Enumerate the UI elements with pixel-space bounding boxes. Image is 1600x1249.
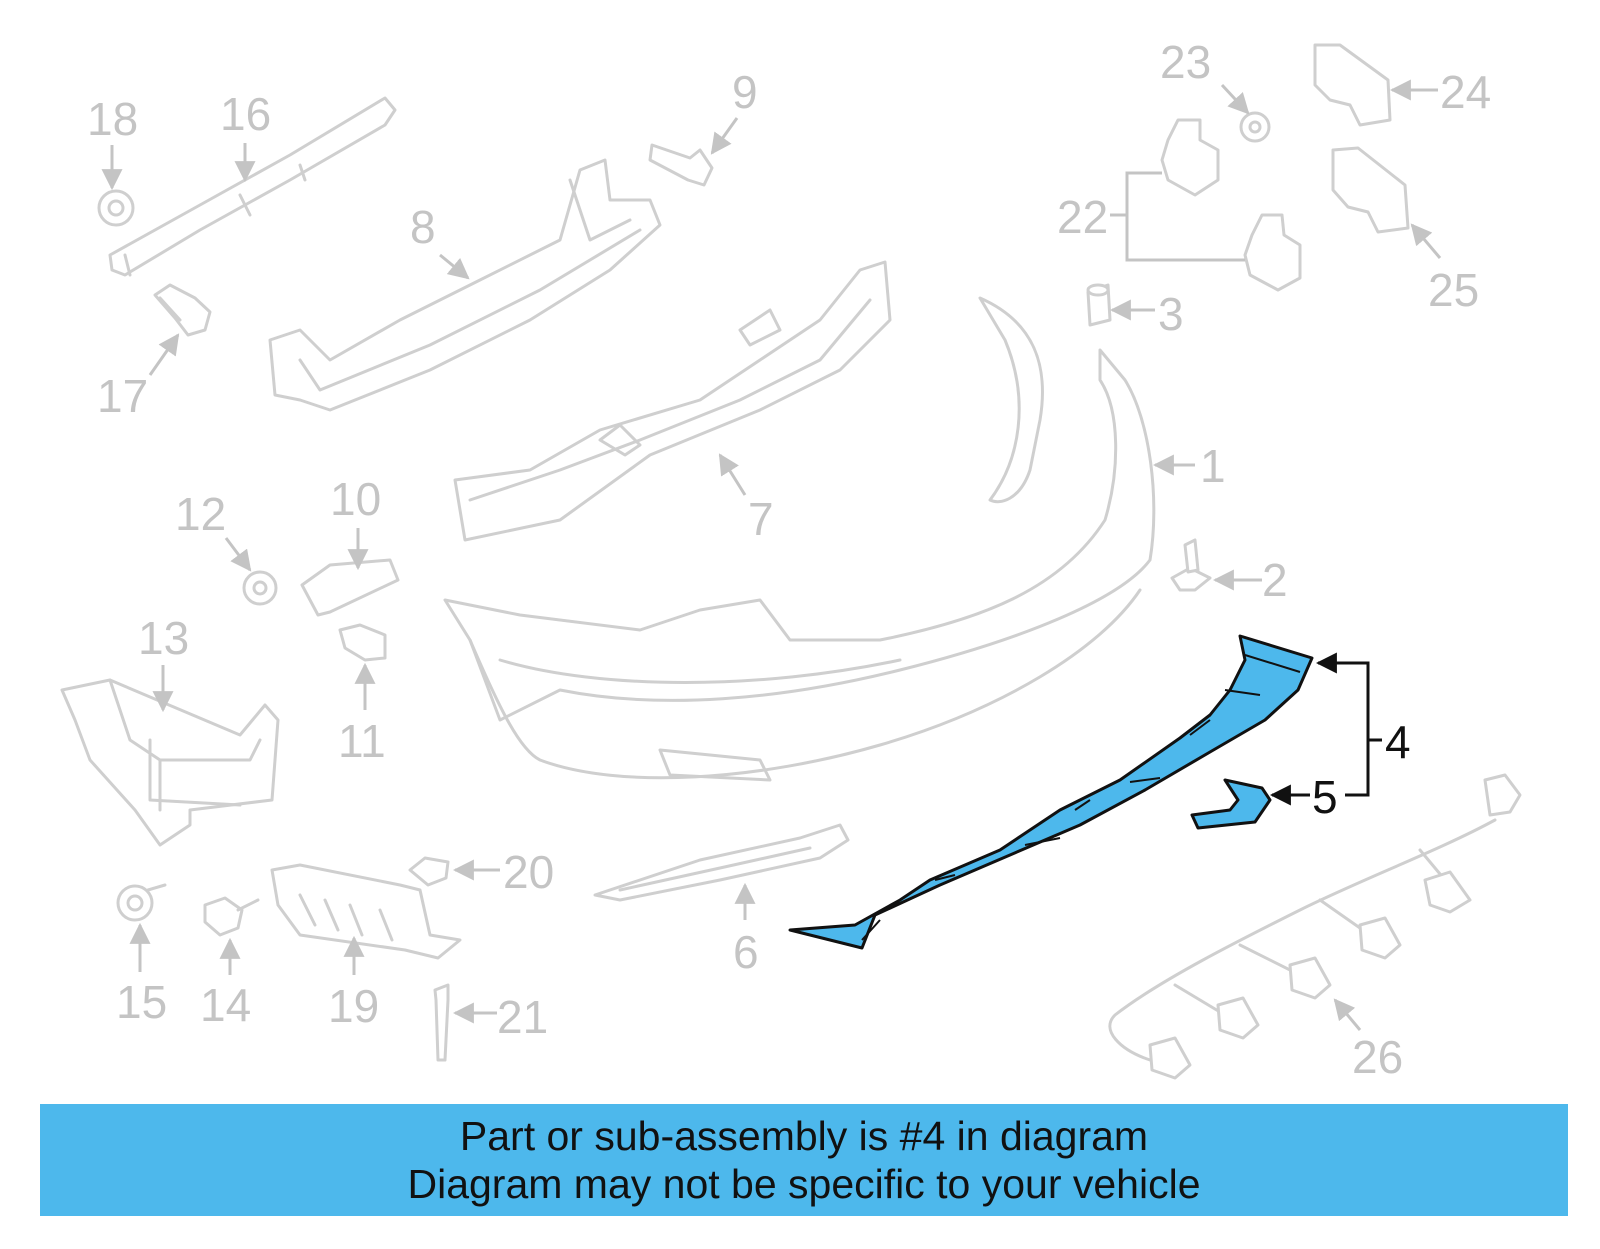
bracket-part-5[interactable] <box>1190 778 1272 830</box>
callout-11: 11 <box>338 715 386 767</box>
callout-23: 23 <box>1160 36 1211 88</box>
bracket-part-16[interactable] <box>108 96 397 277</box>
nut-part-12[interactable] <box>242 570 278 606</box>
callout-9: 9 <box>732 66 758 118</box>
callout-3: 3 <box>1158 288 1184 340</box>
callout-13: 13 <box>138 612 189 664</box>
callout-10: 10 <box>330 473 381 525</box>
callout-15: 15 <box>116 976 167 1028</box>
callout-21: 21 <box>497 991 548 1043</box>
nut-part-18[interactable] <box>97 189 135 227</box>
callout-24: 24 <box>1440 66 1491 118</box>
callout-19: 19 <box>328 980 379 1032</box>
reinforcement-beam-part-8[interactable] <box>268 158 662 412</box>
callout-6: 6 <box>733 926 759 978</box>
rivet-part-21[interactable] <box>433 983 450 1062</box>
bolt-part-15[interactable] <box>116 883 167 922</box>
clip-part-20[interactable] <box>408 856 450 887</box>
bolt-part-17[interactable] <box>153 283 212 337</box>
bumper-lower-valance-part-4[interactable] <box>788 634 1314 950</box>
callout-4: 4 <box>1385 716 1411 768</box>
skid-plate-part-19[interactable] <box>270 863 462 960</box>
callout-7: 7 <box>748 493 774 545</box>
callout-22: 22 <box>1057 191 1108 243</box>
clip-part-3[interactable] <box>1086 283 1112 327</box>
bolt-part-14[interactable] <box>203 896 260 937</box>
banner-line-1: Part or sub-assembly is #4 in diagram <box>459 1113 1149 1159</box>
bumper-cover-part-1[interactable] <box>443 296 1156 782</box>
sensor-part-22[interactable] <box>1110 118 1302 292</box>
callout-26: 26 <box>1352 1031 1403 1083</box>
callout-25: 25 <box>1428 264 1479 316</box>
bolt-part-9[interactable] <box>648 143 714 187</box>
info-banner: Part or sub-assembly is #4 in diagram Di… <box>40 1104 1568 1216</box>
callout-20: 20 <box>503 846 554 898</box>
nut-part-23[interactable] <box>1239 111 1271 143</box>
bracket-part-10[interactable] <box>300 558 400 617</box>
bracket-part-25[interactable] <box>1331 146 1410 234</box>
bracket-part-24[interactable] <box>1313 43 1392 127</box>
callout-5: 5 <box>1312 771 1338 823</box>
callout-1: 1 <box>1200 440 1226 492</box>
reflector-part-6[interactable] <box>593 823 850 902</box>
bracket-part-13[interactable] <box>60 678 280 847</box>
callout-12: 12 <box>175 488 226 540</box>
pin-part-2[interactable] <box>1170 538 1212 592</box>
banner-line-2: Diagram may not be specific to your vehi… <box>407 1161 1201 1207</box>
callout-17: 17 <box>97 370 148 422</box>
wiring-harness-part-26[interactable] <box>1108 773 1522 1080</box>
callout-8: 8 <box>410 201 436 253</box>
leader-lines <box>101 79 1442 1031</box>
callout-labels: 1 2 3 4 5 6 7 8 9 10 11 12 13 14 15 16 1… <box>87 36 1491 1083</box>
callout-2: 2 <box>1262 554 1288 606</box>
highlight-leader-lines <box>1269 652 1382 806</box>
callout-16: 16 <box>220 88 271 140</box>
callout-18: 18 <box>87 93 138 145</box>
bolt-part-11[interactable] <box>338 623 387 662</box>
energy-absorber-part-7[interactable] <box>453 260 892 542</box>
callout-14: 14 <box>200 979 251 1031</box>
